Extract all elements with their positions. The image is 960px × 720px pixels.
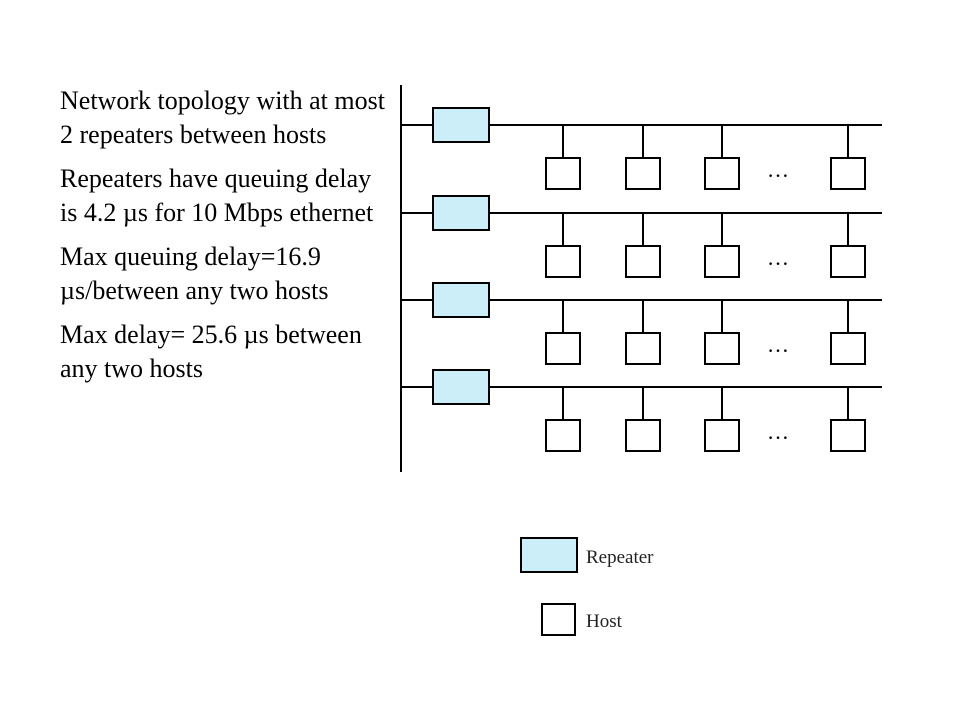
- legend-repeater-label: Repeater: [586, 547, 654, 568]
- ellipsis-more-hosts: …: [767, 157, 789, 182]
- host-box: [704, 419, 740, 452]
- host-box: [625, 332, 661, 365]
- paragraph-max-queuing-delay: Max queuing delay=16.9 µs/between any tw…: [60, 242, 329, 305]
- repeater-box: [432, 107, 490, 143]
- host-box: [545, 157, 581, 190]
- host-box: [625, 419, 661, 452]
- host-box: [704, 332, 740, 365]
- segment: …: [401, 369, 882, 452]
- repeater-box: [432, 195, 490, 231]
- segment: …: [401, 282, 882, 365]
- host-box: [704, 157, 740, 190]
- repeater-box: [432, 282, 490, 318]
- paragraph-repeater-delay: Repeaters have queuing delay is 4.2 µs f…: [60, 164, 374, 227]
- segment: …: [401, 107, 882, 190]
- legend-repeater-icon: [520, 537, 578, 573]
- host-box: [545, 419, 581, 452]
- host-box: [625, 157, 661, 190]
- legend-host-icon: [541, 603, 576, 636]
- segments: … … … …: [401, 107, 882, 452]
- host-box: [830, 245, 866, 278]
- segment: …: [401, 195, 882, 278]
- host-box: [545, 245, 581, 278]
- paragraph-topology: Network topology with at most 2 repeater…: [60, 86, 385, 149]
- ellipsis-more-hosts: …: [767, 245, 789, 270]
- repeater-box: [432, 369, 490, 405]
- host-box: [545, 332, 581, 365]
- description-text: Network topology with at most 2 repeater…: [60, 84, 390, 396]
- ellipsis-more-hosts: …: [767, 332, 789, 357]
- host-box: [830, 419, 866, 452]
- host-box: [830, 157, 866, 190]
- paragraph-max-delay: Max delay= 25.6 µs between any two hosts: [60, 320, 362, 383]
- legend: Repeater Host: [520, 537, 654, 636]
- host-box: [625, 245, 661, 278]
- legend-host-label: Host: [586, 611, 623, 632]
- ellipsis-more-hosts: …: [767, 419, 789, 444]
- host-box: [704, 245, 740, 278]
- host-box: [830, 332, 866, 365]
